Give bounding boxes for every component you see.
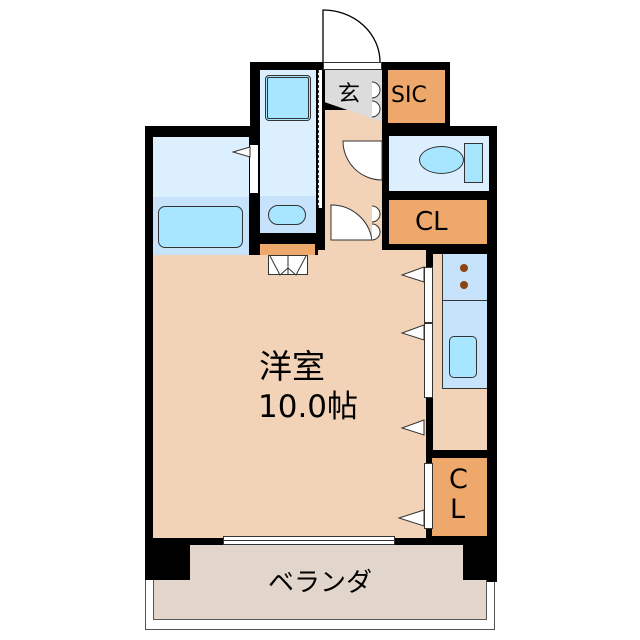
room-size-label: 10.0帖 [258, 389, 359, 425]
room-western-nook [318, 250, 426, 260]
bathtub-icon [158, 206, 243, 248]
sliding-door[interactable] [424, 323, 433, 398]
veranda-wall-left [145, 540, 190, 580]
kitchen-stove [442, 254, 487, 301]
shoe-closet-label: SIC [391, 83, 427, 108]
washroom-door[interactable] [318, 70, 322, 208]
veranda-label: ベランダ [268, 568, 373, 598]
washing-machine-pan-icon [265, 75, 311, 121]
sliding-door[interactable] [424, 463, 433, 529]
washbasin-icon [268, 205, 306, 225]
toilet-tank-icon [464, 143, 483, 183]
closet-hall-label: CL [415, 207, 448, 237]
front-door-frame [323, 62, 382, 70]
toilet-bowl-icon [419, 146, 464, 174]
room-name-label: 洋室 [259, 347, 325, 386]
veranda-wall-right [463, 540, 497, 582]
shoe-closet [388, 70, 445, 123]
veranda-lower [153, 580, 487, 620]
closet-room [432, 458, 487, 536]
sliding-door[interactable] [424, 267, 433, 323]
window-frame-line [223, 540, 395, 541]
veranda [190, 545, 463, 582]
closet-room-label-l: L [450, 494, 466, 525]
room-western [153, 255, 426, 538]
bath-door[interactable] [250, 145, 258, 193]
shelf [260, 244, 315, 255]
entrance-label: 玄 [338, 82, 361, 107]
bathroom-dressing [153, 137, 249, 197]
kitchen-sink-icon [449, 336, 477, 378]
closet-hall [389, 200, 487, 244]
burner-icon [460, 281, 468, 289]
burner-icon [460, 264, 468, 272]
closet-room-label-c: C [449, 464, 468, 495]
